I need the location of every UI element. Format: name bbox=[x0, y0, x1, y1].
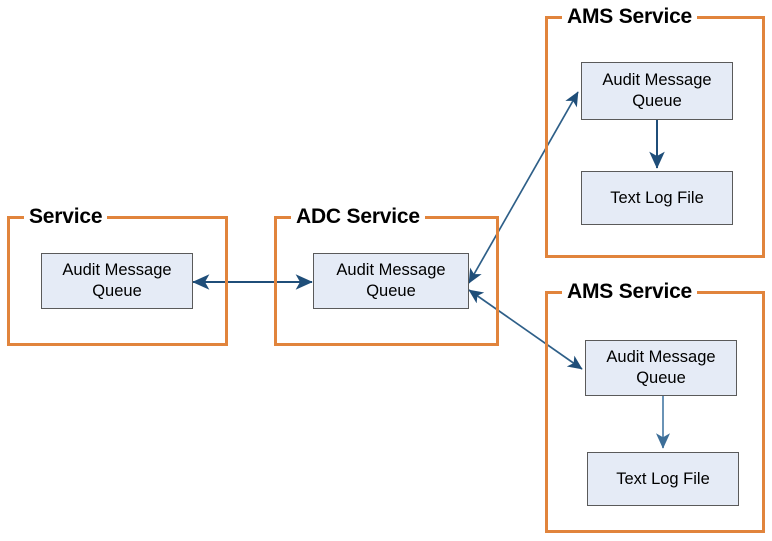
node-ams-top-queue: Audit Message Queue bbox=[581, 62, 733, 120]
node-adc-queue-label: Audit Message Queue bbox=[336, 261, 446, 300]
node-ams-bottom-log-label: Text Log File bbox=[616, 469, 710, 488]
container-service: Service bbox=[7, 204, 228, 346]
node-service-queue: Audit Message Queue bbox=[41, 253, 193, 309]
node-ams-top-log: Text Log File bbox=[581, 171, 733, 225]
node-service-queue-label: Audit Message Queue bbox=[62, 261, 172, 300]
node-ams-bottom-log: Text Log File bbox=[587, 452, 739, 506]
container-ams-bottom-title: AMS Service bbox=[562, 279, 698, 305]
node-ams-top-queue-label: Audit Message Queue bbox=[602, 71, 712, 110]
container-service-title: Service bbox=[24, 204, 108, 230]
node-ams-top-log-label: Text Log File bbox=[610, 188, 704, 207]
container-adc-service: ADC Service bbox=[274, 204, 499, 346]
node-ams-bottom-queue: Audit Message Queue bbox=[585, 340, 737, 396]
container-ams-top-title: AMS Service bbox=[562, 4, 698, 30]
node-adc-queue: Audit Message Queue bbox=[313, 253, 469, 309]
container-ams-bottom: AMS Service bbox=[545, 279, 765, 533]
node-ams-bottom-queue-label: Audit Message Queue bbox=[606, 348, 716, 387]
container-adc-service-title: ADC Service bbox=[291, 204, 425, 230]
container-ams-top: AMS Service bbox=[545, 4, 765, 258]
